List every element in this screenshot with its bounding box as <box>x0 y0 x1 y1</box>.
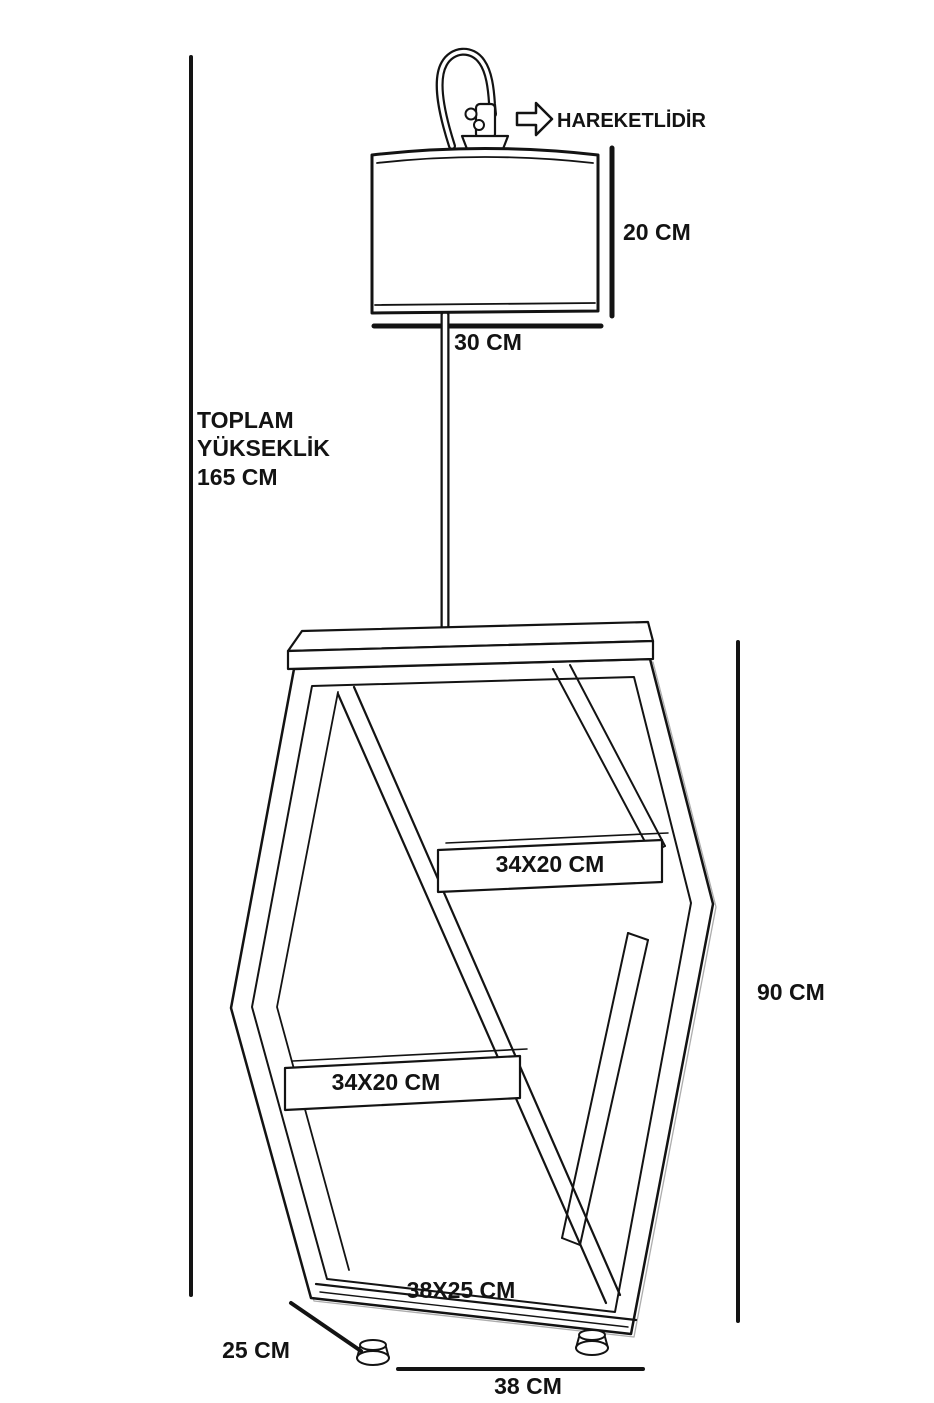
label-shade-height: 20 CM <box>623 219 691 245</box>
dim-line-base-depth <box>289 1301 363 1353</box>
label-body-height: 90 CM <box>757 979 825 1005</box>
top-slab <box>286 620 655 671</box>
label-middle-shelf-size: 34X20 CM <box>332 1069 441 1095</box>
foot-right <box>575 1329 609 1356</box>
label-upper-shelf-size: 34X20 CM <box>496 851 605 877</box>
lampshade <box>370 147 600 315</box>
svg-text:165 CM: 165 CM <box>197 464 278 490</box>
svg-text:YÜKSEKLİK: YÜKSEKLİK <box>197 435 330 461</box>
shelf-unit <box>229 620 717 1366</box>
label-shade-width: 30 CM <box>454 329 522 355</box>
label-base-depth: 25 CM <box>222 1337 290 1363</box>
diagonal-brace <box>336 685 622 1305</box>
foot-left <box>356 1339 390 1366</box>
svg-text:TOPLAM: TOPLAM <box>197 407 294 433</box>
frame-back-edge <box>276 691 350 1271</box>
bottom-shelf-board <box>314 1282 638 1328</box>
label-total-height: TOPLAM YÜKSEKLİK 165 CM <box>197 407 330 490</box>
socket-wing-nut <box>464 107 478 121</box>
label-base-width: 38 CM <box>494 1373 562 1399</box>
movable-arrow-icon <box>515 101 554 137</box>
lower-shelf-board <box>283 1048 528 1112</box>
frame-inner-outline <box>251 676 692 1313</box>
upper-shelf-board <box>436 832 669 894</box>
lamp-head <box>435 47 510 151</box>
label-bottom-shelf-size: 38X25 CM <box>407 1277 516 1303</box>
label-movable: HAREKETLİDİR <box>557 109 706 132</box>
lower-right-brace <box>561 932 649 1246</box>
